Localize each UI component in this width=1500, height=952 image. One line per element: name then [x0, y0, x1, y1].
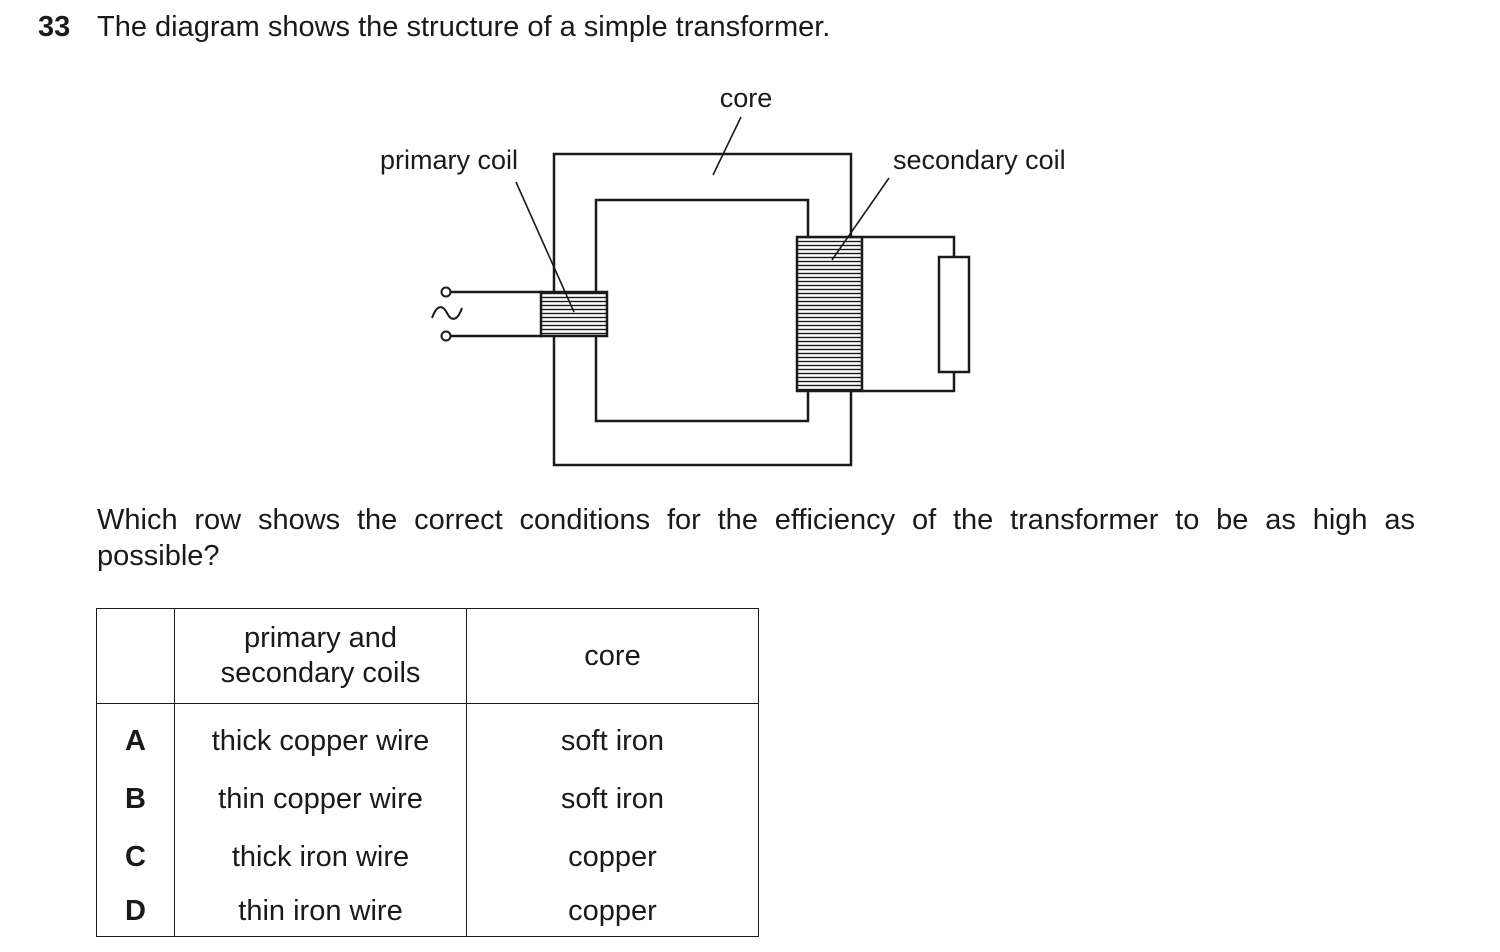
header-coils: primary and secondary coils — [174, 608, 467, 704]
option-coils: thin iron wire — [174, 886, 467, 937]
option-coils: thick iron wire — [174, 828, 467, 886]
question-stem: The diagram shows the structure of a sim… — [97, 11, 831, 43]
transformer-diagram: core primary coil secondary coil — [380, 83, 1066, 467]
table-row: D thin iron wire copper — [96, 886, 759, 937]
header-letter-cell — [96, 608, 175, 704]
leader-secondary-coil — [831, 177, 890, 261]
header-coils-line-2: secondary coils — [220, 657, 421, 689]
table-header-row: primary and secondary coils core — [96, 608, 759, 704]
answer-table: primary and secondary coils core A thick… — [96, 608, 759, 937]
load-resistor — [937, 255, 971, 374]
header-core: core — [466, 608, 759, 704]
option-core: copper — [466, 828, 759, 886]
label-core: core — [720, 83, 773, 113]
option-coils: thick copper wire — [174, 703, 467, 770]
primary-coil — [539, 290, 609, 338]
option-core: soft iron — [466, 703, 759, 770]
option-letter: C — [96, 828, 175, 886]
option-letter: A — [96, 703, 175, 770]
question-number: 33 — [38, 11, 71, 43]
ac-terminal-bottom — [440, 330, 452, 342]
table-row: A thick copper wire soft iron — [96, 703, 759, 770]
header-coils-line-1: primary and — [243, 622, 398, 654]
option-core: copper — [466, 886, 759, 937]
option-letter: B — [96, 770, 175, 828]
core-frame — [552, 152, 853, 467]
ac-symbol — [431, 306, 463, 320]
leader-primary-coil — [515, 181, 575, 313]
label-secondary-coil: secondary coil — [893, 145, 1066, 175]
ac-terminal-top — [440, 286, 452, 298]
option-coils: thin copper wire — [174, 770, 467, 828]
table-row: C thick iron wire copper — [96, 828, 759, 886]
option-core: soft iron — [466, 770, 759, 828]
leader-core — [712, 116, 742, 176]
option-letter: D — [96, 886, 175, 937]
table-row: B thin copper wire soft iron — [96, 770, 759, 828]
secondary-coil — [795, 235, 864, 393]
label-primary-coil: primary coil — [380, 145, 518, 175]
question-prompt: Which row shows the correct conditions f… — [97, 504, 1415, 572]
